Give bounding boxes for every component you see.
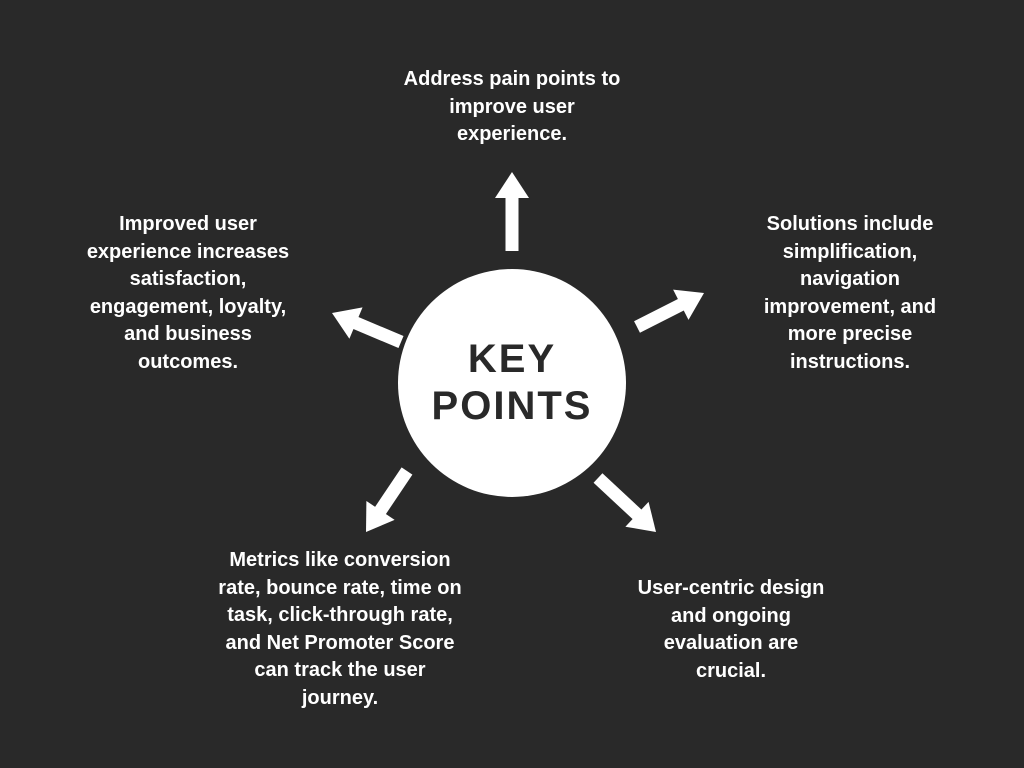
center-circle: KEY POINTS (398, 269, 626, 497)
arrow-up-icon (495, 172, 529, 251)
point-text-bottom-right: User-centric design and ongoing evaluati… (637, 577, 825, 682)
arrow-down-right-icon (593, 473, 656, 532)
point-text-right: Solutions include simplification, naviga… (763, 213, 937, 373)
point-text-bottom-left: Metrics like conversion rate, bounce rat… (218, 549, 462, 709)
arrow-down-left-icon (366, 467, 413, 532)
center-title: KEY POINTS (431, 337, 593, 428)
point-text-top: Address pain points to improve user expe… (403, 68, 621, 145)
point-text-left: Improved user experience increases satis… (86, 213, 290, 373)
